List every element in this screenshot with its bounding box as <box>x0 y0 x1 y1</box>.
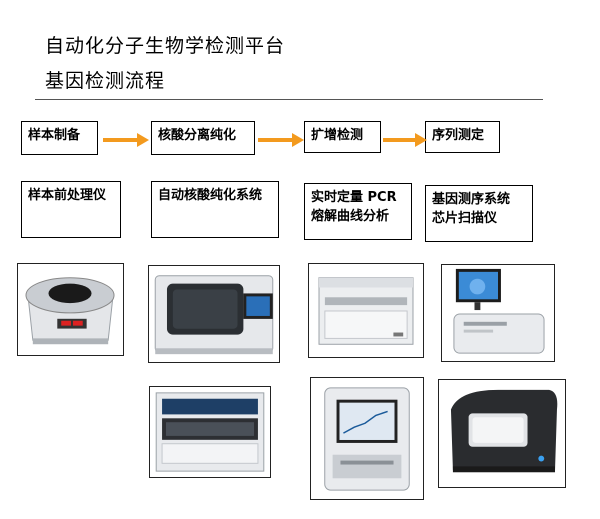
pcr-touchscreen-image <box>310 377 424 500</box>
liquid-handler-image <box>149 386 271 478</box>
instrument-realtime-pcr: 实时定量 PCR 熔解曲线分析 <box>304 183 412 240</box>
step-label: 序列测定 <box>432 128 485 143</box>
instrument-sample-pretreatment: 样本前处理仪 <box>21 181 121 238</box>
instrument-label: 熔解曲线分析 <box>311 209 390 224</box>
instrument-label: 自动核酸纯化系统 <box>158 188 263 203</box>
step-amplification: 扩增检测 <box>304 121 381 153</box>
title-divider <box>35 99 543 100</box>
pcr-instrument-image <box>308 263 424 358</box>
step-label: 样本制备 <box>28 128 81 143</box>
sequencer-image <box>438 379 566 488</box>
page-title: 自动化分子生物学检测平台 <box>45 35 286 57</box>
step-nucleic-acid-purification: 核酸分离纯化 <box>151 121 255 155</box>
step-label: 核酸分离纯化 <box>158 128 237 143</box>
step-label: 扩增检测 <box>311 128 364 143</box>
instrument-label: 基因测序系统 <box>432 192 511 207</box>
instrument-label: 样本前处理仪 <box>28 188 107 203</box>
step-sample-prep: 样本制备 <box>21 121 98 155</box>
centrifuge-image <box>17 263 124 356</box>
page-subtitle: 基因检测流程 <box>45 70 166 92</box>
instrument-label: 芯片扫描仪 <box>432 211 498 226</box>
scanner-computer-image <box>441 264 555 362</box>
arrow-right-icon <box>383 133 427 147</box>
step-sequencing: 序列测定 <box>425 121 500 153</box>
instrument-nucleic-acid-system: 自动核酸纯化系统 <box>151 181 279 238</box>
arrow-right-icon <box>258 133 304 147</box>
instrument-sequencing-system: 基因测序系统 芯片扫描仪 <box>425 185 533 242</box>
nucleic-acid-purifier-image <box>148 265 280 363</box>
instrument-label: 实时定量 PCR <box>311 190 397 205</box>
arrow-right-icon <box>103 133 149 147</box>
